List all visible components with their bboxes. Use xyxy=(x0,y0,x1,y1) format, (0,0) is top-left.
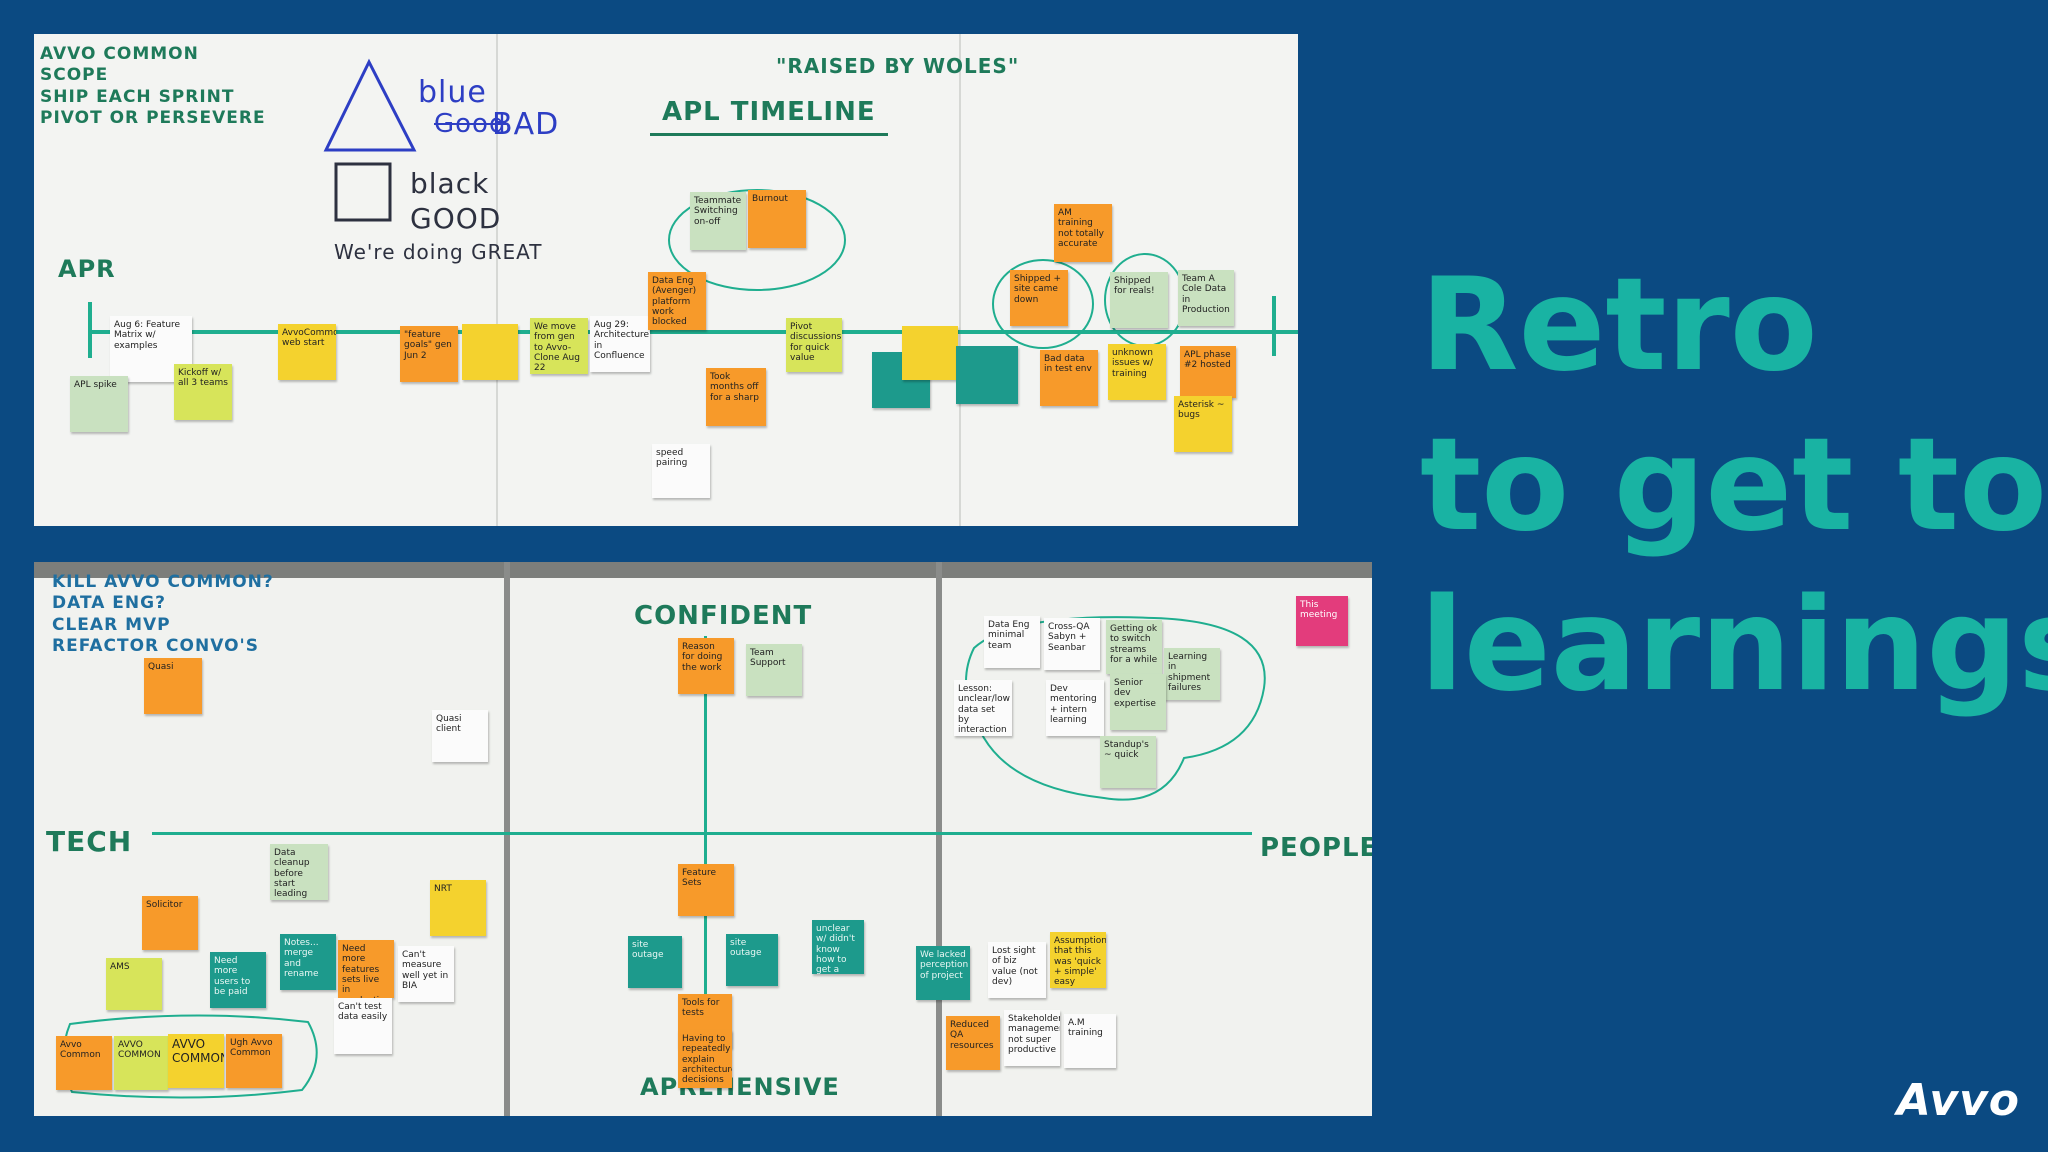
sticky-note: Aug 29: Architecture in Confluence xyxy=(590,316,650,372)
sticky-note: Senior dev expertise xyxy=(1110,674,1166,730)
sticky-note: Cross-QA Sabyn + Seanbar xyxy=(1044,618,1100,670)
board-seam xyxy=(496,34,498,526)
slide-title-line-3: learnings xyxy=(1420,571,2048,720)
sticky-note: Solicitor xyxy=(142,896,198,950)
sticky-note: AVVO COMMON xyxy=(168,1034,224,1088)
raised-by-wolves-text: "RAISED BY WOLES" xyxy=(776,54,1020,78)
sticky-note: Pivot discussions for quick value xyxy=(786,318,842,372)
sticky-note: Shipped + site came down xyxy=(1010,270,1068,326)
confident-label: CONFIDENT xyxy=(634,601,813,631)
square-legend-icon xyxy=(334,162,392,222)
scope-notes: AVVO COMMON SCOPE SHIP EACH SPRINT PIVOT… xyxy=(40,44,266,128)
circled-cluster xyxy=(992,259,1094,349)
doing-great-text: We're doing GREAT xyxy=(334,240,543,264)
sticky-note: Data Eng (Avenger) platform work blocked xyxy=(648,272,706,330)
sticky-note: A.M training xyxy=(1064,1014,1116,1068)
sticky-note: Took months off for a sharp xyxy=(706,368,766,426)
legend-bad-label: BAD xyxy=(492,107,560,142)
sticky-note: Notes... merge and rename xyxy=(280,934,336,990)
quadrant-board-photo: KILL AVVO COMMON? DATA ENG? CLEAR MVP RE… xyxy=(34,562,1372,1116)
board-seam xyxy=(504,562,510,1116)
sticky-note: "feature goals" gen Jun 2 xyxy=(400,326,458,382)
vertical-axis xyxy=(704,636,707,1068)
sticky-note: Team Support xyxy=(746,644,802,696)
circled-cluster xyxy=(965,616,1266,801)
sticky-note: AM training not totally accurate xyxy=(1054,204,1112,262)
apprehensive-label: APREHENSIVE xyxy=(640,1073,840,1101)
sticky-note: unclear w/ didn't know how to get a good… xyxy=(812,920,864,974)
sticky-note: Shipped for reals! xyxy=(1110,272,1168,328)
tech-label: TECH xyxy=(46,825,133,858)
avvo-logo: Avvo xyxy=(1896,1075,2020,1126)
sticky-note: Dev mentoring + intern learning xyxy=(1046,680,1104,736)
horizontal-axis xyxy=(152,832,1252,835)
sticky-note: We move from gen to Avvo-Clone Aug 22 xyxy=(530,318,588,374)
slide-title-line-1: Retro xyxy=(1420,251,1818,400)
sticky-note: We lacked perception of project xyxy=(916,946,970,1000)
sticky-note: Data Eng minimal team xyxy=(984,616,1040,668)
board-seam xyxy=(959,34,961,526)
sticky-note: site outage xyxy=(726,934,778,986)
legend-crossed-good: Good xyxy=(434,109,507,139)
sticky-note: Need more users to be paid xyxy=(210,952,266,1008)
sticky-note: Avvo Common xyxy=(56,1036,112,1090)
sticky-note: Feature Sets xyxy=(678,864,734,916)
people-label: PEOPLE xyxy=(1260,833,1372,863)
sticky-note: Reason for doing the work xyxy=(678,638,734,694)
slide-title-line-2: to get to xyxy=(1420,411,2047,560)
timeline-start-tick xyxy=(88,302,92,358)
sticky-note: Lesson: unclear/low data set by interact… xyxy=(954,680,1012,736)
sticky-note: Can't measure well yet in BIA xyxy=(398,946,454,1002)
timeline-board-photo: AVVO COMMON SCOPE SHIP EACH SPRINT PIVOT… xyxy=(34,34,1298,526)
sticky-note: AVVO COMMON xyxy=(114,1036,168,1090)
timeline-title: APL TIMELINE xyxy=(650,96,888,136)
sticky-note xyxy=(462,324,518,380)
sticky-note: unknown issues w/ training xyxy=(1108,344,1166,400)
sticky-note: Quasi xyxy=(144,658,202,714)
legend-blue-label: blue xyxy=(418,75,487,110)
sticky-note xyxy=(902,326,958,380)
sticky-note: NRT xyxy=(430,880,486,936)
timeline-axis xyxy=(88,330,1298,334)
sticky-note: Team A Cole Data in Production xyxy=(1178,270,1234,326)
sticky-note: Aug 6: Feature Matrix w/ examples xyxy=(110,316,192,382)
sticky-note xyxy=(956,346,1018,404)
sticky-note: AMS xyxy=(106,958,162,1010)
sticky-note: Reduced QA resources xyxy=(946,1016,1000,1070)
sticky-note: Having to repeatedly explain architectur… xyxy=(678,1030,732,1088)
sticky-note: Getting ok to switch streams for a while xyxy=(1106,620,1162,674)
sticky-note: site outage xyxy=(628,936,682,988)
apr-label: APR xyxy=(58,255,116,283)
sticky-note: Ugh Avvo Common xyxy=(226,1034,282,1088)
sticky-note: APL spike xyxy=(70,376,128,432)
sticky-note: Quasi client xyxy=(432,710,488,762)
sticky-note: APL phase #2 hosted xyxy=(1180,346,1236,398)
ceiling-strip xyxy=(34,562,1372,578)
timeline-end-tick xyxy=(1272,296,1276,356)
sticky-note: This meeting xyxy=(1296,596,1348,646)
sticky-note: Teammate Switching on-off xyxy=(690,192,746,250)
sticky-note: Can't test data easily xyxy=(334,998,392,1054)
questions-notes: KILL AVVO COMMON? DATA ENG? CLEAR MVP RE… xyxy=(52,572,274,656)
sticky-note: Data cleanup before start leading to... xyxy=(270,844,328,900)
sticky-note: speed pairing xyxy=(652,444,710,498)
sticky-note: Asterisk ~ bugs xyxy=(1174,396,1232,452)
triangle-legend-icon xyxy=(323,58,417,152)
sticky-note: Stakeholder management, not super produc… xyxy=(1004,1010,1060,1066)
sticky-note: Lost sight of biz value (not dev) xyxy=(988,942,1046,998)
sticky-note: Assumption that this was 'quick + simple… xyxy=(1050,932,1106,988)
sticky-note: Bad data in test env xyxy=(1040,350,1098,406)
sticky-note: Need more features sets live in producti… xyxy=(338,940,394,998)
board-seam xyxy=(936,562,942,1116)
legend-black-label: black GOOD xyxy=(410,167,502,235)
sticky-note: Standup's ~ quick xyxy=(1100,736,1156,788)
sticky-note: Kickoff w/ all 3 teams xyxy=(174,364,232,420)
sticky-note: Learning in shipment failures xyxy=(1164,648,1220,700)
sticky-note: Burnout xyxy=(748,190,806,248)
